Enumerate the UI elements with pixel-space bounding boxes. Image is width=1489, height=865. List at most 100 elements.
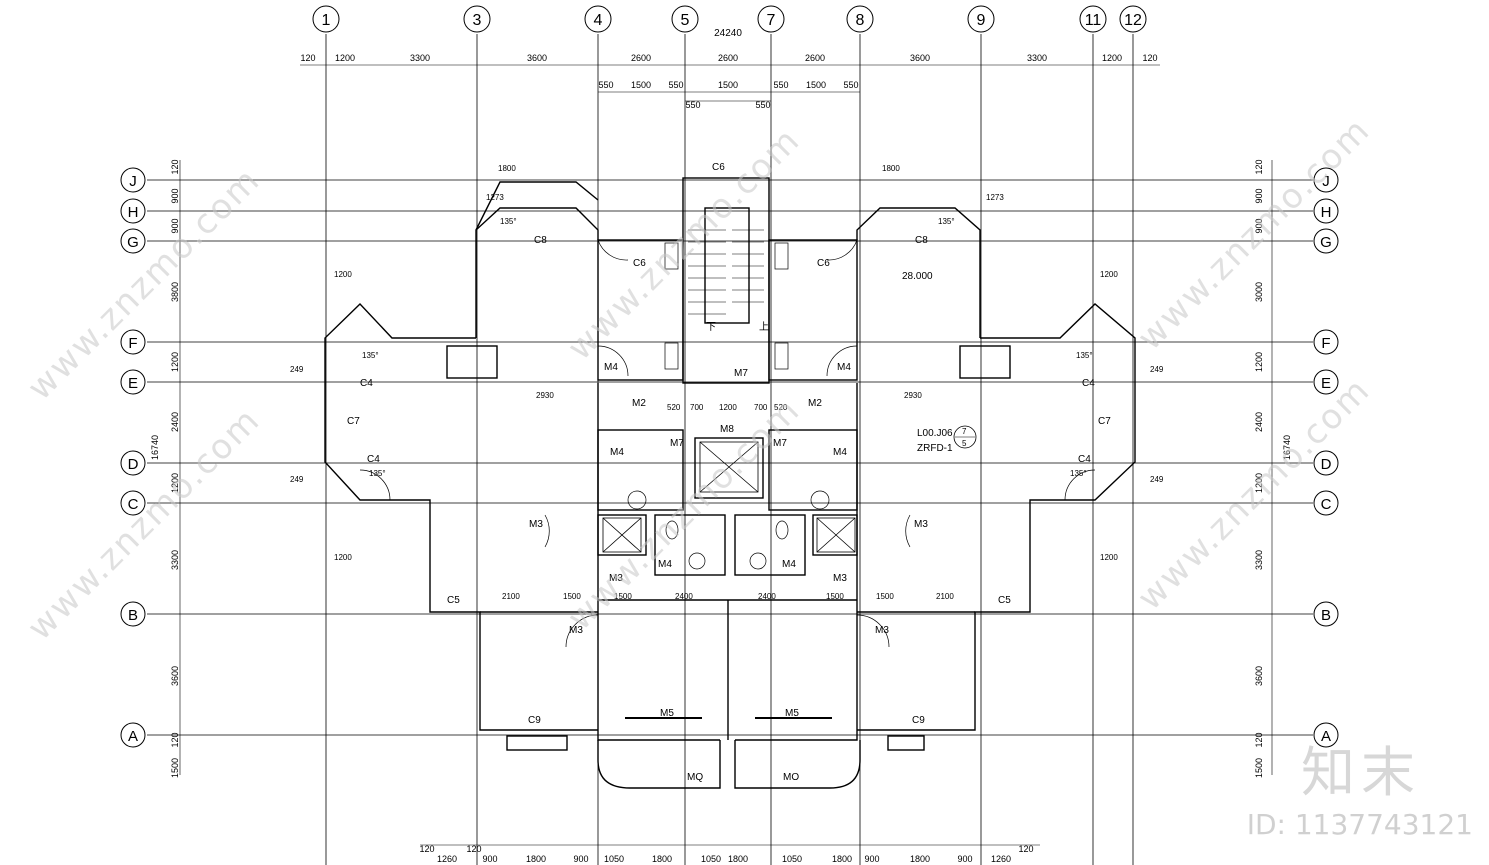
dim-top-5: 2600 — [718, 53, 738, 63]
dim-left-1: 900 — [170, 188, 180, 203]
dim-520-left: 520 — [667, 403, 681, 412]
walls — [324, 177, 1136, 789]
dim-left-3: 3800 — [170, 282, 180, 302]
dim-top-6: 2600 — [805, 53, 825, 63]
dim-top-2: 3300 — [410, 53, 430, 63]
dim-left-7: 3300 — [170, 550, 180, 570]
label-mq: MQ — [687, 772, 703, 783]
label-c6-right: C6 — [817, 258, 830, 269]
label-stair-model: ZRFD-1 — [917, 443, 953, 454]
dim-top2-3: 1500 — [718, 80, 738, 90]
label-c7-left: C7 — [347, 416, 360, 427]
dim-top2-0: 550 — [598, 80, 613, 90]
dim-left-6: 1200 — [170, 473, 180, 493]
axis-bubble-12 — [1119, 5, 1147, 33]
label-m3-6: M3 — [875, 625, 889, 636]
axis-grid-lines — [147, 34, 1313, 865]
label-m5-left: M5 — [660, 708, 674, 719]
dim-2100-left: 2100 — [502, 592, 520, 601]
dim-bottom-13: 1800 — [910, 854, 930, 864]
dim-2100-right: 2100 — [936, 592, 954, 601]
label-c7-right: C7 — [1098, 416, 1111, 427]
dim-bottom-6: 1050 — [604, 854, 624, 864]
label-m5-right: M5 — [785, 708, 799, 719]
axis-label-F-right: F — [1321, 335, 1330, 352]
axis-bubble-J-right — [1313, 167, 1339, 193]
axis-label-5: 5 — [681, 12, 690, 29]
dim-left-5: 2400 — [170, 412, 180, 432]
axis-bubble-A-left — [120, 722, 146, 748]
label-c6-left: C6 — [633, 258, 646, 269]
axis-bubble-E-left — [120, 369, 146, 395]
axis-label-J-left: J — [129, 173, 137, 190]
axis-label-F-left: F — [128, 335, 137, 352]
elevator-shafts — [602, 441, 856, 553]
dim-bottom-0: 120 — [419, 844, 434, 854]
dim-249-3: 249 — [290, 475, 304, 484]
label-up: 上 — [759, 321, 769, 333]
dim-bottom-2: 120 — [466, 844, 481, 854]
axis-label-A-left: A — [128, 728, 138, 745]
axis-label-7: 7 — [767, 12, 776, 29]
axis-label-12: 12 — [1124, 12, 1142, 29]
axis-bubble-5 — [671, 5, 699, 33]
label-mo: MO — [783, 772, 799, 783]
dim-total-depth-left: 16740 — [150, 435, 160, 460]
label-m4-5: M4 — [658, 559, 672, 570]
axis-bubble-F-left — [120, 329, 146, 355]
dim-top-9: 1200 — [1102, 53, 1122, 63]
dim-top-0: 120 — [300, 53, 315, 63]
dim-135-5: 135° — [369, 469, 386, 478]
axis-bubble-B-right — [1313, 601, 1339, 627]
dim-top2-5: 1500 — [806, 80, 826, 90]
axis-label-11: 11 — [1085, 12, 1102, 29]
axis-label-E-right: E — [1321, 375, 1331, 392]
dim-left-9: 120 — [170, 732, 180, 747]
label-m4-2: M4 — [837, 362, 851, 373]
axis-bubble-D-right — [1313, 450, 1339, 476]
axis-bubble-7 — [757, 5, 785, 33]
label-c4-2: C4 — [367, 454, 380, 465]
axis-bubble-D-left — [120, 450, 146, 476]
axis-label-4: 4 — [594, 12, 603, 29]
label-c9-right: C9 — [912, 715, 925, 726]
axis-bubble-C-right — [1313, 490, 1339, 516]
dimensions-left: 1674012090090038001200240012003300360012… — [150, 159, 180, 778]
dim-right-8: 3600 — [1254, 666, 1264, 686]
dim-right-3: 3000 — [1254, 282, 1264, 302]
label-m3-4: M3 — [833, 573, 847, 584]
dim-135-4: 135° — [1076, 351, 1093, 360]
dim-2400-right: 2400 — [758, 592, 776, 601]
dim-2930-left: 2930 — [536, 391, 554, 400]
axis-bubble-F-right — [1313, 329, 1339, 355]
label-c8-right: C8 — [915, 235, 928, 246]
dim-700-left: 700 — [690, 403, 704, 412]
dim-left-4: 1200 — [170, 352, 180, 372]
dim-1273-right: 1273 — [986, 193, 1004, 202]
axis-bubble-3 — [463, 5, 491, 33]
dim-left-2: 900 — [170, 218, 180, 233]
axis-label-H-right: H — [1321, 204, 1332, 221]
dim-135-2: 135° — [938, 217, 955, 226]
label-m4-1: M4 — [604, 362, 618, 373]
axis-label-9: 9 — [977, 12, 986, 29]
dimension-lines — [179, 64, 1273, 846]
axis-bubble-E-right — [1313, 369, 1339, 395]
dim-1500-2: 1500 — [614, 592, 632, 601]
axis-label-1: 1 — [322, 12, 331, 29]
dim-1500-4: 1500 — [876, 592, 894, 601]
axis-bubble-C-left — [120, 490, 146, 516]
dim-1200-wl2: 1200 — [334, 553, 352, 562]
label-c8-left: C8 — [534, 235, 547, 246]
dim-bottom-14: 900 — [957, 854, 972, 864]
dim-1200-core: 1200 — [719, 403, 737, 412]
label-c4-1: C4 — [360, 378, 373, 389]
dim-bottom-7: 1800 — [652, 854, 672, 864]
dim-1800-bay-right: 1800 — [882, 164, 900, 173]
dim-top-10: 120 — [1142, 53, 1157, 63]
dim-1200-wr: 1200 — [1100, 270, 1118, 279]
dim-135-6: 135° — [1070, 469, 1087, 478]
dim-total-width: 24240 — [714, 28, 742, 39]
